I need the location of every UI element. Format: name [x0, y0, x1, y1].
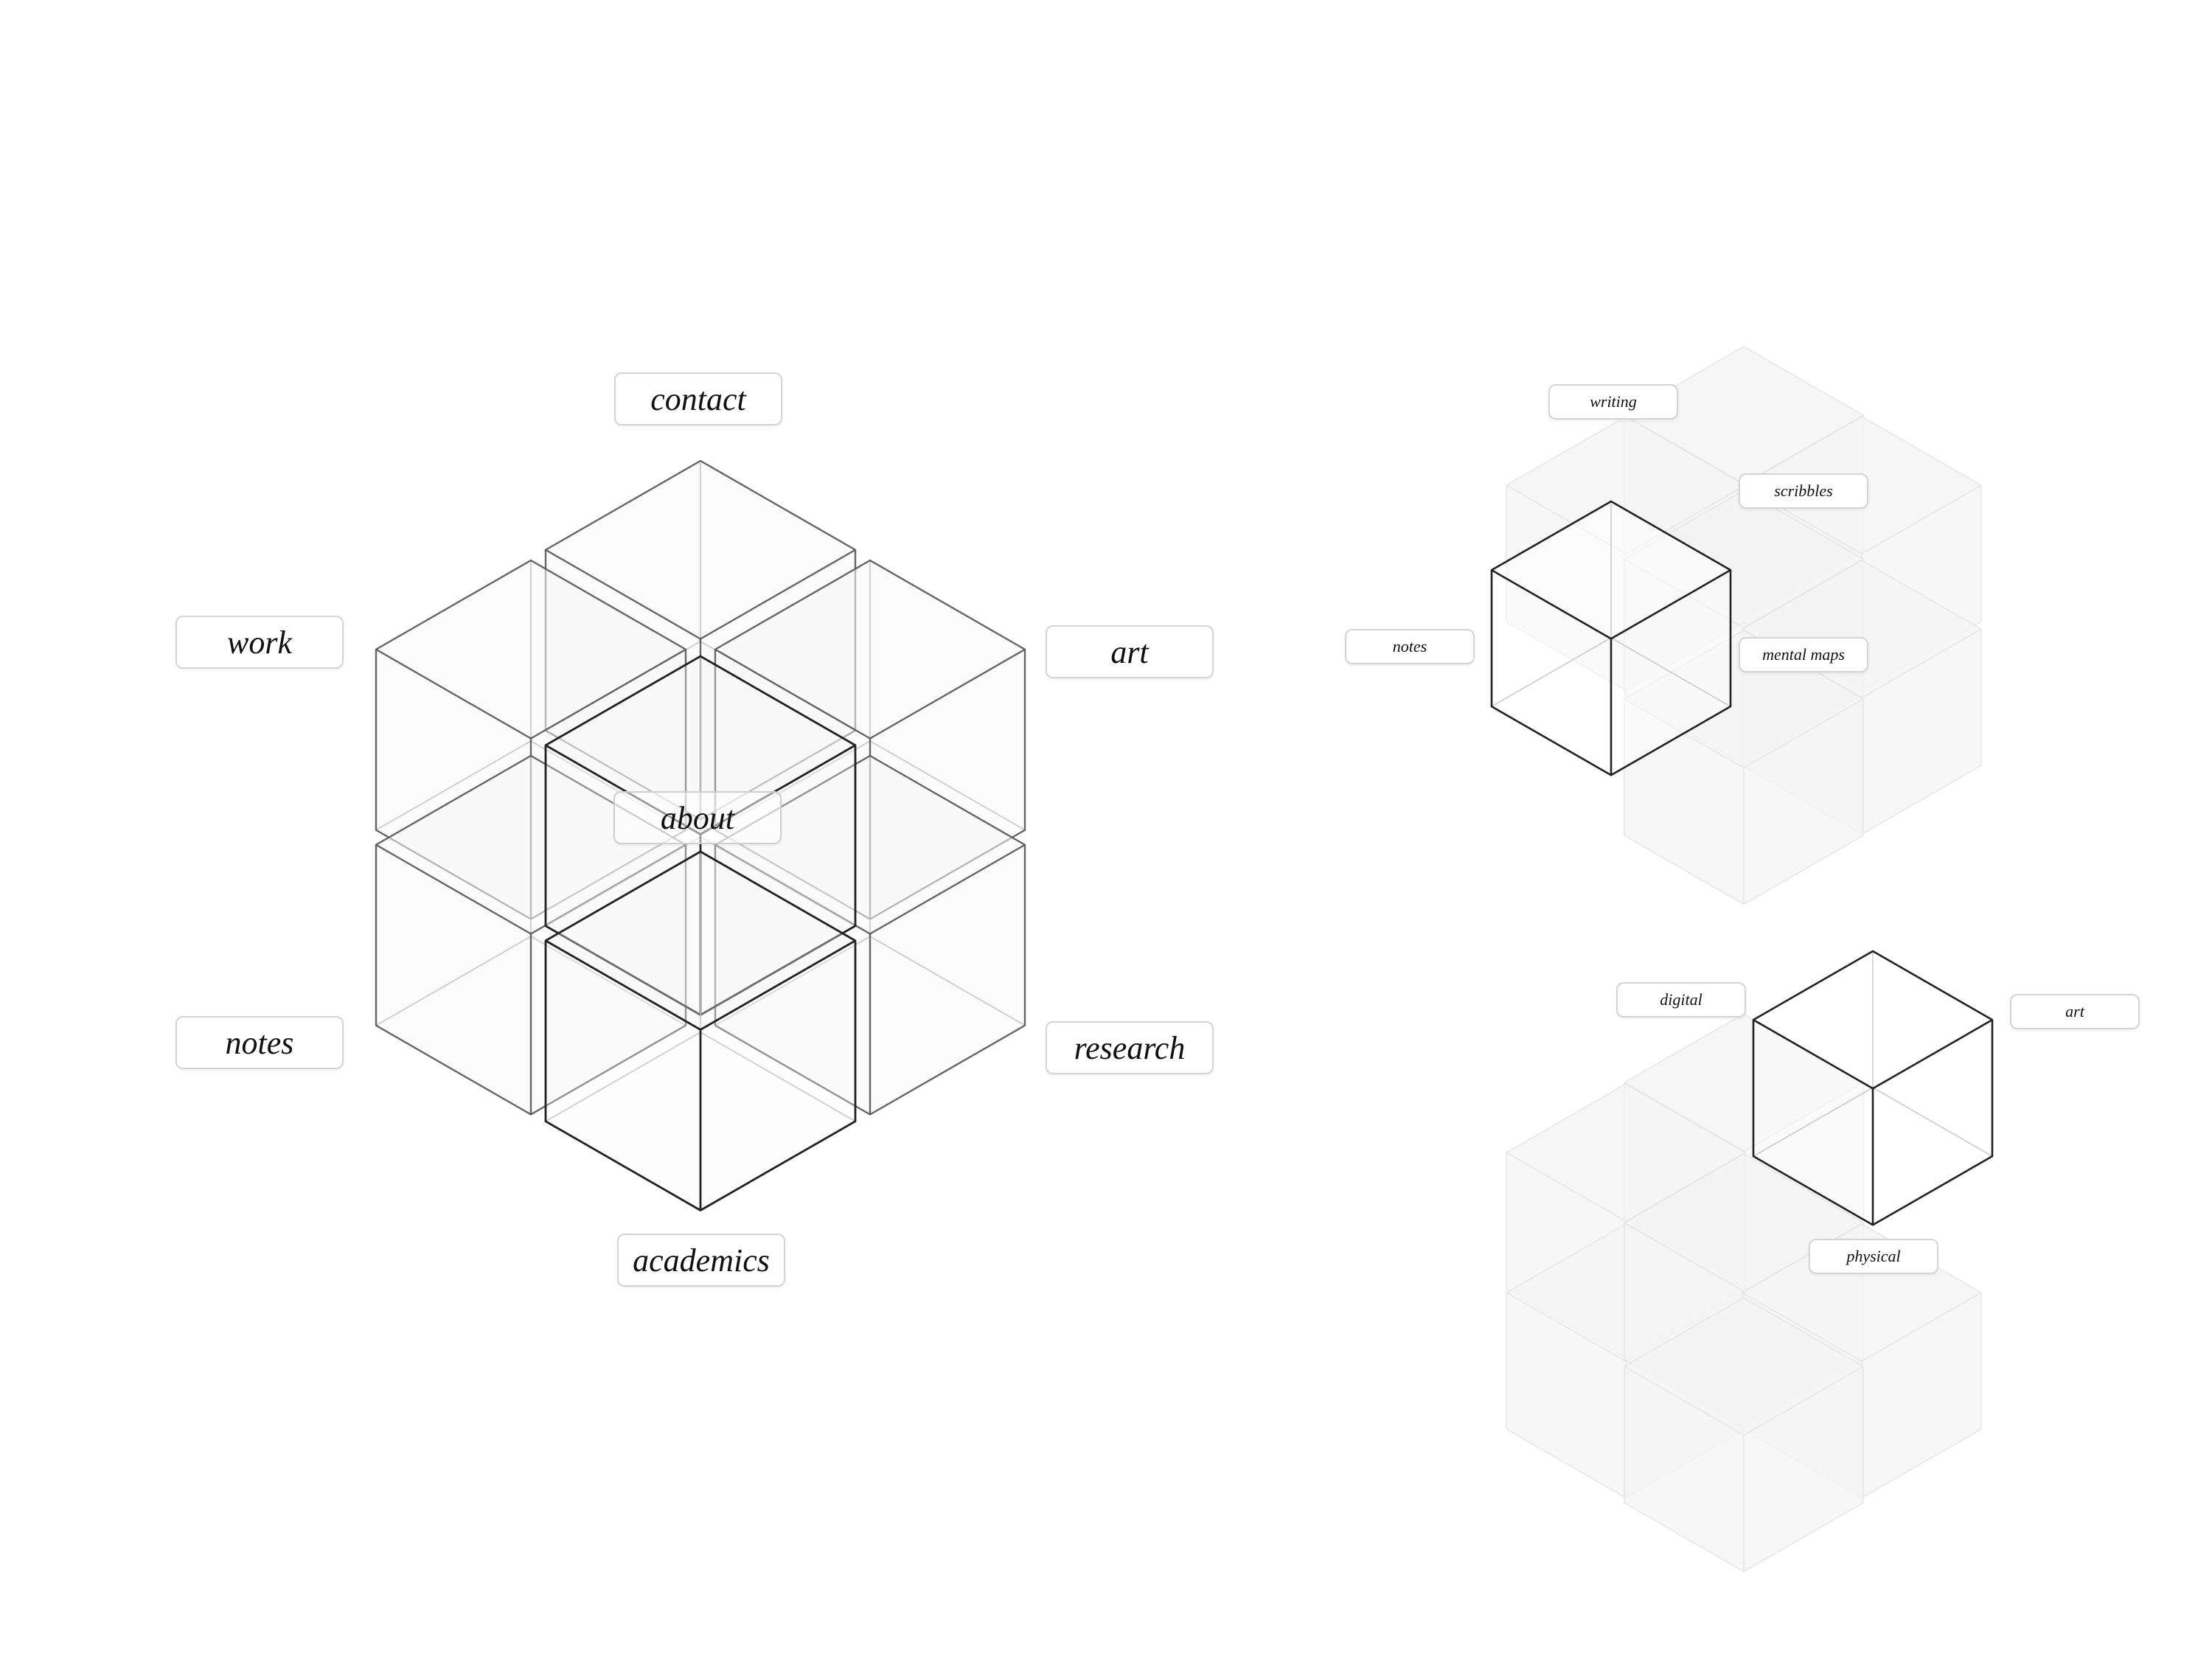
art-cube-cluster: [1506, 950, 1994, 1573]
notes-scribbles-label[interactable]: scribbles: [1739, 473, 1868, 509]
notes-writing-label[interactable]: writing: [1548, 384, 1678, 420]
nav-about-label[interactable]: about: [613, 791, 782, 844]
notes-cube-cluster: [1490, 346, 1982, 905]
nav-art-label[interactable]: art: [1046, 625, 1214, 678]
art-art-label[interactable]: art: [2010, 994, 2140, 1029]
nav-academics-label[interactable]: academics: [617, 1234, 785, 1287]
cube-academics: [544, 850, 857, 1211]
nav-contact-label[interactable]: contact: [614, 372, 782, 425]
notes-mental-maps-label[interactable]: mental maps: [1739, 637, 1868, 672]
main-cube-cluster: [375, 459, 1026, 1211]
notes-notes-label[interactable]: notes: [1345, 629, 1475, 664]
active-notes-cube: [1490, 500, 1732, 776]
art-physical-label[interactable]: physical: [1809, 1239, 1938, 1274]
ghost-cube-a6: [1624, 1297, 1864, 1573]
nav-research-label[interactable]: research: [1046, 1021, 1214, 1074]
nav-work-label[interactable]: work: [175, 616, 344, 669]
active-art-cube: [1752, 950, 1994, 1226]
art-digital-label[interactable]: digital: [1616, 982, 1746, 1018]
nav-notes-label[interactable]: notes: [175, 1016, 344, 1069]
